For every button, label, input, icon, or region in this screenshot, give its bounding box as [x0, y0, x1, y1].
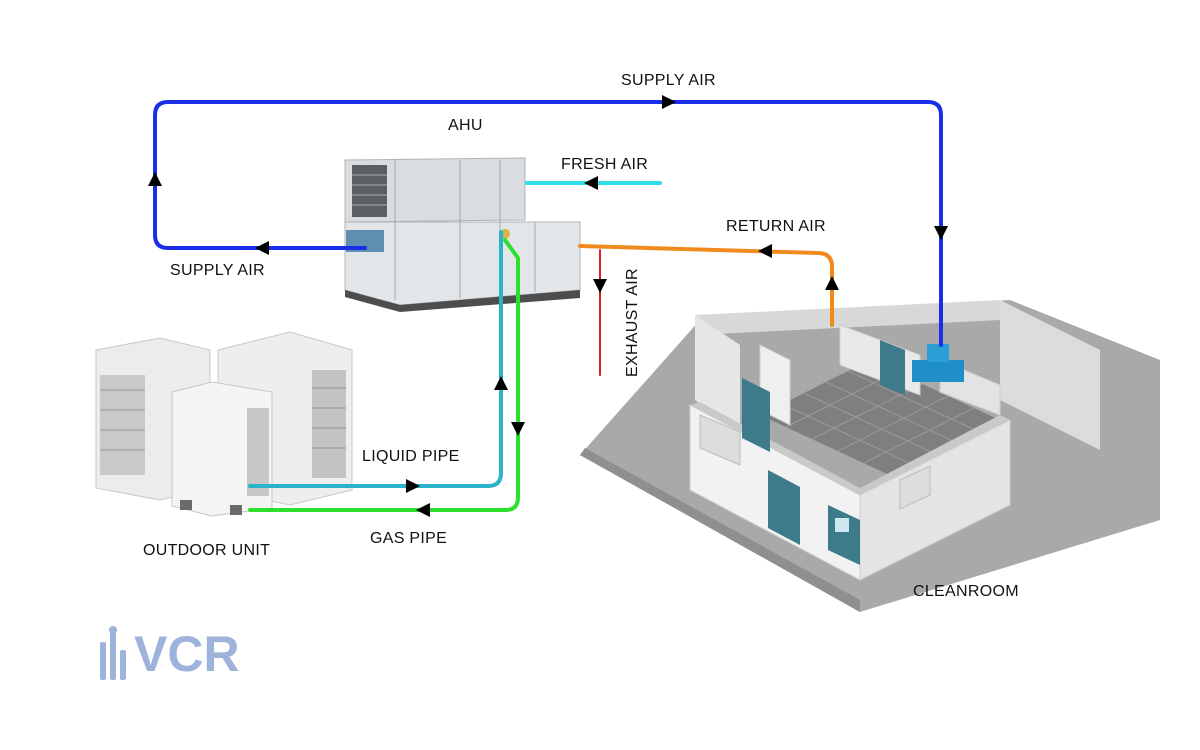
arrow-exhaust-down: [593, 279, 607, 293]
arrow-supply-up: [148, 172, 162, 186]
ahu-illustration: [344, 157, 581, 312]
label-fresh-air: FRESH AIR: [561, 156, 649, 173]
supply-air-line: [153, 100, 943, 347]
arrow-return-up: [825, 276, 839, 290]
arrow-supply-right: [662, 95, 676, 109]
arrow-gas-left: [416, 503, 430, 517]
arrow-liquid-right: [406, 479, 420, 493]
arrow-gas-down: [511, 422, 525, 436]
label-cleanroom: CLEANROOM: [913, 583, 1019, 600]
liquid-pipe-line: [248, 230, 503, 488]
arrow-liquid-up: [494, 376, 508, 390]
logo-mark-icon: [100, 626, 126, 680]
label-gas-pipe: GAS PIPE: [370, 530, 448, 547]
label-supply-air-top: SUPPLY AIR: [621, 72, 716, 89]
cleanroom-illustration: [580, 300, 1160, 612]
label-ahu: AHU: [448, 117, 483, 134]
label-liquid-pipe: LIQUID PIPE: [362, 448, 460, 465]
label-outdoor-unit: OUTDOOR UNIT: [143, 542, 271, 559]
outdoor-unit-illustration: [95, 331, 353, 517]
vcr-logo: VCR: [96, 624, 256, 684]
arrow-supply-down: [934, 226, 948, 240]
arrow-return-left: [758, 244, 772, 258]
return-air-line: [578, 244, 834, 327]
label-return-air: RETURN AIR: [726, 218, 826, 235]
arrow-supply-left: [255, 241, 269, 255]
arrow-fresh-left: [584, 176, 598, 190]
logo-text: VCR: [134, 626, 240, 682]
flow-arrows: [148, 95, 948, 517]
label-supply-air-left: SUPPLY AIR: [170, 262, 265, 279]
gas-pipe-line: [248, 238, 520, 512]
label-exhaust-air: EXHAUST AIR: [624, 268, 641, 377]
